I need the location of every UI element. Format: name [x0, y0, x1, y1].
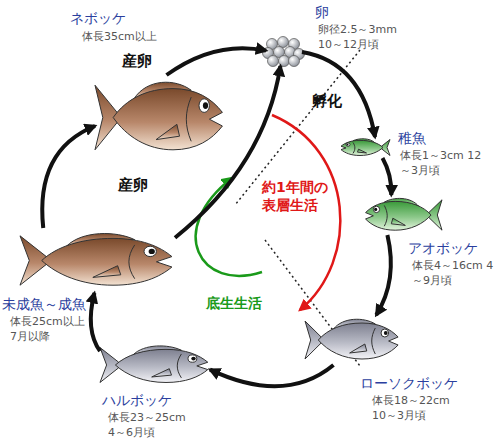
cycle-arrow [167, 48, 267, 75]
edge-label: 産卵 [122, 52, 152, 70]
stage-detail: 体長4～16cm 4～9月頃 [412, 258, 494, 288]
stage-name: ローソクボッケ [360, 375, 458, 392]
cycle-arrow [42, 126, 95, 228]
cycle-arrow [91, 293, 100, 351]
stage-name: 卵 [315, 4, 329, 21]
stage-name: アオボッケ [408, 240, 478, 257]
stage-detail: 体長1～3cm 12～3月頃 [400, 148, 482, 178]
stage-name: ネボッケ [70, 10, 126, 27]
stage-name: 未成魚～成魚 [2, 296, 86, 313]
cycle-arrow [302, 52, 375, 137]
edge-label: 産卵 [118, 176, 148, 194]
life-stage: 未成魚～成魚体長25cm以上 7月以降 [20, 228, 175, 293]
stage-detail: 体長35cm以上 [82, 29, 164, 44]
life-stage: 卵卵径2.5～3mm 10～12月頃 [266, 38, 302, 66]
life-stage: ハルボッケ体長23～25cm 4～6月頃 [100, 342, 210, 388]
life-stage: 稚魚体長1～3cm 12～3月頃 [340, 137, 390, 158]
life-stage: アオボッケ体長4～16cm 4～9月頃 [364, 195, 442, 235]
stage-name: ハルボッケ [102, 392, 172, 409]
cycle-arrow [383, 158, 392, 195]
edge-label: 孵化 [312, 92, 342, 110]
stage-detail: 卵径2.5～3mm 10～12月頃 [318, 22, 400, 52]
cycle-arrow [210, 365, 334, 386]
life-stage: ローソクボッケ体長18～22cm 10～3月頃 [305, 315, 400, 365]
life-stage: ネボッケ体長35cm以上 [95, 75, 225, 160]
stage-detail: 体長18～22cm 10～3月頃 [372, 393, 454, 423]
phase-label: 底生生活 [206, 294, 262, 312]
stage-name: 稚魚 [398, 130, 426, 147]
phase-label: 約1年間の表層生活 [262, 178, 330, 214]
cycle-arrow [376, 235, 391, 315]
stage-detail: 体長25cm以上 7月以降 [10, 314, 92, 344]
stage-detail: 体長23～25cm 4～6月頃 [108, 410, 190, 440]
